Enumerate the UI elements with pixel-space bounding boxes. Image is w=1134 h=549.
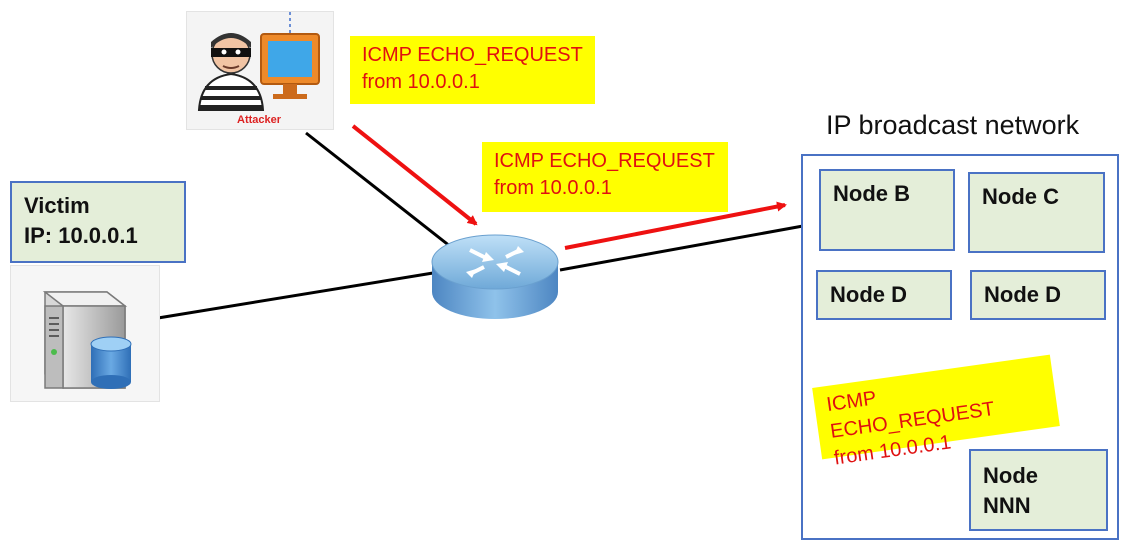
node-nnn-line1: Node	[983, 463, 1038, 488]
network-title: IP broadcast network	[826, 110, 1080, 140]
wire-router-network	[559, 224, 804, 272]
wire-attacker-router	[305, 131, 461, 256]
node-c: Node C	[968, 172, 1105, 253]
icmp-label-attacker-line1: ICMP ECHO_REQUEST	[362, 44, 583, 66]
node-nnn-line2: NNN	[983, 492, 1031, 518]
node-b: Node B	[819, 169, 955, 251]
victim-ip: IP: 10.0.0.1	[24, 222, 138, 248]
node-d-left: Node D	[816, 270, 952, 320]
node-b-label: Node B	[833, 181, 910, 206]
wire-victim-router	[157, 271, 434, 320]
victim-server-card	[10, 265, 160, 402]
icmp-label-attacker: ICMP ECHO_REQUEST from 10.0.0.1	[350, 36, 595, 104]
node-d-left-label: Node D	[830, 282, 907, 307]
node-c-label: Node C	[982, 184, 1059, 209]
attacker-icon	[197, 12, 320, 111]
node-d-right: Node D	[970, 270, 1106, 320]
icmp-label-attacker-line2: from 10.0.0.1	[362, 71, 480, 93]
arrow-attacker-to-router	[351, 124, 478, 226]
icmp-label-router: ICMP ECHO_REQUEST from 10.0.0.1	[482, 142, 728, 212]
victim-box: Victim IP: 10.0.0.1	[10, 181, 186, 263]
node-nnn: Node NNN	[969, 449, 1108, 531]
router-icon	[431, 234, 559, 319]
arrow-router-to-network	[564, 201, 787, 250]
icmp-label-router-line2: from 10.0.0.1	[494, 177, 612, 199]
attacker-card: Attacker	[186, 11, 334, 130]
server-icon	[42, 291, 132, 389]
icmp-label-router-line1: ICMP ECHO_REQUEST	[494, 150, 715, 172]
node-d-right-label: Node D	[984, 282, 1061, 307]
attacker-caption: Attacker	[237, 114, 282, 126]
victim-name: Victim	[24, 193, 90, 218]
